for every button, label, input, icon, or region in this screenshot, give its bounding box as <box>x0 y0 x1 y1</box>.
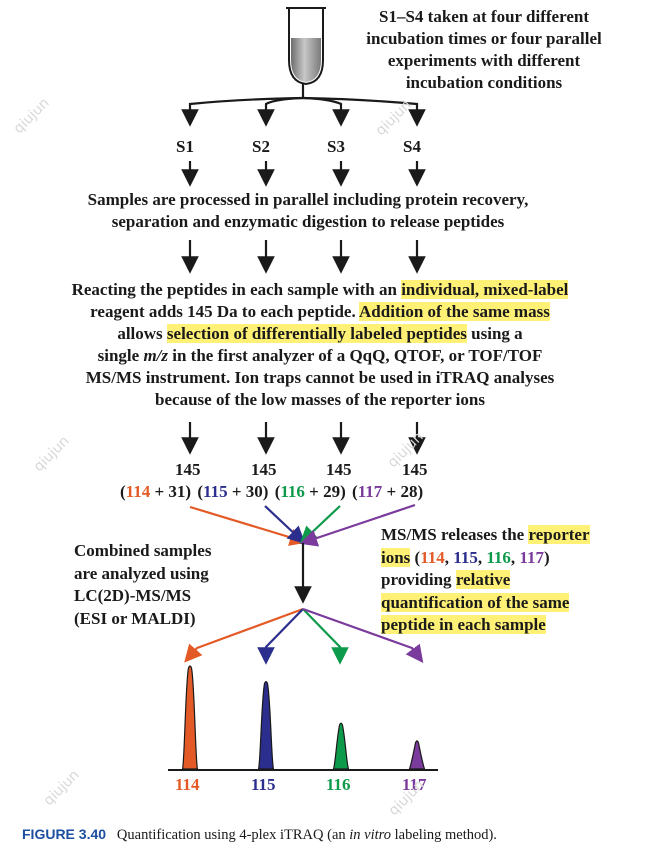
balance-mass: + 30) <box>231 482 269 501</box>
note-line: providing relative <box>381 569 631 592</box>
description-line: S1–S4 taken at four different <box>379 7 589 26</box>
text-run: ( <box>410 547 421 567</box>
sample-split-tree <box>181 84 426 127</box>
sample-label-s2: S2 <box>252 137 270 156</box>
highlighted-text: relative <box>455 570 511 589</box>
note-line: Combined samples <box>74 541 212 560</box>
note-line: peptide in each sample <box>381 614 631 637</box>
peak-116 <box>332 722 350 770</box>
peak-label-114: 114 <box>175 775 200 794</box>
reporter-mass: 117 <box>357 482 383 501</box>
sample-label-s3: S3 <box>327 137 345 156</box>
experiment-description: S1–S4 taken at four different incubation… <box>334 6 634 94</box>
separator: , <box>477 547 487 567</box>
labeling-line: Reacting the peptides in each sample wit… <box>20 279 620 301</box>
label-composition-117: (117 + 28) <box>352 482 424 501</box>
labeling-line: reagent adds 145 Da to each peptide. Add… <box>20 301 620 323</box>
peak-label-115: 115 <box>251 775 276 794</box>
peak-114 <box>181 665 199 770</box>
test-tube-icon <box>286 7 326 86</box>
highlighted-text: peptide in each sample <box>381 615 546 634</box>
release-arrows <box>184 607 424 665</box>
reporter-mass: 116 <box>280 482 305 501</box>
note-line: LC(2D)-MS/MS <box>74 586 192 605</box>
processing-line: separation and enzymatic digestion to re… <box>111 212 505 231</box>
highlighted-text: quantification of the same <box>381 592 570 612</box>
labeling-line: allows selection of differentially label… <box>20 323 620 345</box>
caption-text: Quantification using 4-plex iTRAQ (an <box>116 827 350 843</box>
description-line: incubation times or four parallel <box>366 29 602 48</box>
italic-text: m/z <box>143 346 168 365</box>
highlighted-text: reporter <box>528 525 590 544</box>
text-run: single <box>97 346 144 365</box>
combined-analysis-note: Combined samples are analyzed using LC(2… <box>74 540 211 630</box>
peak-label-117: 117 <box>402 775 427 794</box>
text-run: MS/MS releases the <box>381 525 529 544</box>
reporter-peaks <box>181 665 426 770</box>
highlighted-text: Addition of the same mass <box>359 302 550 321</box>
balance-mass: + 29) <box>309 482 346 501</box>
note-line: quantification of the same <box>381 592 631 615</box>
balance-mass: + 31) <box>154 482 192 501</box>
label-total-mass: 145 <box>175 460 201 479</box>
description-line: experiments with different <box>387 51 581 70</box>
note-line: (ESI or MALDI) <box>74 608 196 628</box>
sample-arrows <box>181 161 426 187</box>
processing-line: Samples are processed in parallel includ… <box>87 190 529 209</box>
labeling-line: MS/MS instrument. Ion traps cannot be us… <box>85 368 555 387</box>
caption-italic: in vitro <box>349 827 392 843</box>
reporter-mass: 114 <box>420 547 445 567</box>
note-line: are analyzed using <box>74 563 209 583</box>
labeling-line: because of the low masses of the reporte… <box>155 390 485 409</box>
reporter-mass: 114 <box>125 482 151 501</box>
highlighted-text: individual, mixed-label <box>401 280 569 299</box>
peak-117 <box>408 740 426 770</box>
text-run: ) <box>543 547 550 567</box>
label-composition-115: (115 + 30) <box>197 482 269 501</box>
sample-label-s1: S1 <box>176 137 194 156</box>
label-total-mass: 145 <box>251 460 277 479</box>
label-total-mass: 145 <box>402 460 428 479</box>
highlighted-text: selection of differentially labeled pept… <box>166 324 467 343</box>
reaction-arrows <box>181 422 426 455</box>
labeling-description: Reacting the peptides in each sample wit… <box>20 279 620 411</box>
figure-label: FIGURE 3.40 <box>22 826 107 842</box>
reporter-mass: 115 <box>203 482 228 501</box>
caption-text: labeling method). <box>391 827 497 843</box>
figure-caption: FIGURE 3.40 Quantification using 4-plex … <box>22 826 497 844</box>
separator: , <box>444 547 454 567</box>
label-composition-116: (116 + 29) <box>274 482 346 501</box>
text-run: in the first analyzer of a QqQ, QTOF, or… <box>168 346 543 365</box>
reporter-release-note: MS/MS releases the reporter ions (114, 1… <box>381 524 631 637</box>
balance-mass: + 28) <box>386 482 424 501</box>
peak-115 <box>257 681 275 770</box>
highlighted-text: ions <box>381 547 411 567</box>
reporter-mass: 117 <box>519 547 544 567</box>
processing-description: Samples are processed in parallel includ… <box>28 189 588 233</box>
reporter-mass: 116 <box>486 547 511 567</box>
processing-arrows <box>181 240 426 274</box>
combine-arrows <box>189 503 416 547</box>
label-total-mass: 145 <box>326 460 352 479</box>
sample-label-s4: S4 <box>403 137 421 156</box>
separator: , <box>510 547 520 567</box>
reporter-mass: 115 <box>453 547 478 567</box>
text-run: allows <box>117 324 167 343</box>
note-line: ions (114, 115, 116, 117) <box>381 547 631 570</box>
note-line: MS/MS releases the reporter <box>381 524 631 547</box>
text-run: reagent adds 145 Da to each peptide. <box>90 302 360 321</box>
labeling-line: single m/z in the first analyzer of a Qq… <box>20 345 620 367</box>
text-run: providing <box>381 570 456 589</box>
peak-label-116: 116 <box>326 775 351 794</box>
label-composition-row: (114 + 31) (115 + 30) (116 + 29) (117 + … <box>120 481 423 503</box>
text-run: using a <box>466 324 523 343</box>
label-composition-114: (114 + 31) <box>120 482 192 501</box>
description-line: incubation conditions <box>405 73 563 92</box>
text-run: Reacting the peptides in each sample wit… <box>71 280 402 299</box>
